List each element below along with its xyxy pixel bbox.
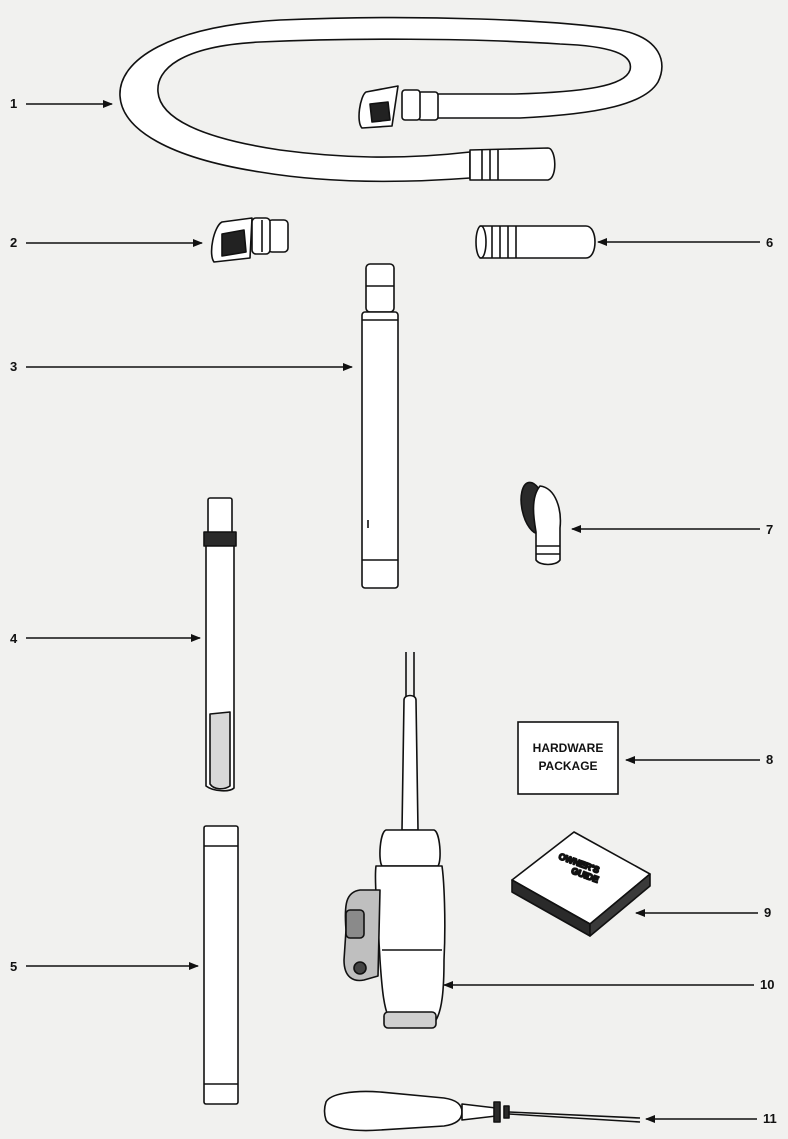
callout-5: 5 — [10, 959, 18, 974]
vacuum-body — [343, 652, 446, 1029]
hardware-package: HARDWARE PACKAGE — [517, 721, 619, 795]
callout-9: 9 — [764, 905, 772, 920]
callout-6: 6 — [766, 235, 774, 250]
crevice-tool — [203, 497, 237, 792]
callout-1: 1 — [10, 96, 18, 111]
callout-7: 7 — [766, 522, 774, 537]
owners-guide-book: OWNER'S GUIDE — [511, 831, 651, 937]
callout-2: 2 — [10, 235, 18, 250]
extension-tube — [203, 825, 239, 1105]
callout-4: 4 — [10, 631, 18, 646]
hardware-package-label-1: HARDWARE — [533, 741, 604, 755]
extension-wand — [361, 263, 399, 589]
hardware-package-label-2: PACKAGE — [538, 759, 597, 773]
elbow-connector — [210, 217, 289, 263]
callout-10: 10 — [760, 977, 775, 992]
hose-assembly — [119, 16, 663, 183]
hose-cuff — [475, 225, 596, 259]
handle-tool — [323, 1090, 641, 1132]
dusting-brush — [520, 481, 562, 566]
callout-8: 8 — [766, 752, 774, 767]
callout-3: 3 — [10, 359, 18, 374]
callout-11: 11 — [763, 1111, 777, 1126]
